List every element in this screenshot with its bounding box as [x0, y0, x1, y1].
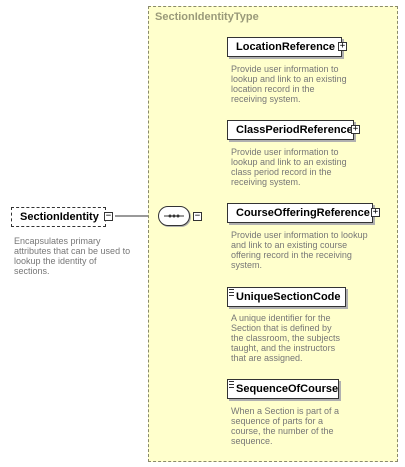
sequence-of-course-documentation: When a Section is part of a sequence of …: [231, 406, 340, 446]
element-label: CourseOfferingReference: [236, 207, 370, 219]
sequence-collapse-icon[interactable]: −: [193, 211, 202, 221]
root-element-label: SectionIdentity: [20, 211, 99, 223]
element-label: UniqueSectionCode: [236, 291, 341, 303]
expand-location-reference-icon[interactable]: +: [338, 41, 347, 51]
expand-class-period-reference-icon[interactable]: +: [351, 124, 360, 134]
course-offering-reference-documentation: Provide user information to lookup and l…: [231, 230, 368, 270]
element-sequence-of-course[interactable]: SequenceOfCourse: [227, 379, 339, 399]
element-unique-section-code[interactable]: UniqueSectionCode: [227, 287, 346, 307]
element-course-offering-reference[interactable]: CourseOfferingReference: [227, 203, 373, 223]
expand-course-offering-reference-icon[interactable]: +: [371, 207, 380, 217]
element-label: ClassPeriodReference: [236, 124, 353, 136]
element-label: LocationReference: [236, 41, 336, 53]
element-label: SequenceOfCourse: [236, 383, 339, 395]
complex-type-title: SectionIdentityType: [155, 11, 259, 23]
root-documentation: Encapsulates primary attributes that can…: [14, 236, 131, 276]
element-location-reference[interactable]: LocationReference: [227, 37, 342, 57]
root-element[interactable]: SectionIdentity: [11, 207, 106, 227]
class-period-reference-documentation: Provide user information to lookup and l…: [231, 147, 347, 187]
unique-section-code-documentation: A unique identifier for the Section that…: [231, 313, 341, 363]
sequence-compositor-icon[interactable]: [158, 206, 190, 226]
element-class-period-reference[interactable]: ClassPeriodReference: [227, 120, 354, 140]
location-reference-documentation: Provide user information to lookup and l…: [231, 64, 347, 104]
root-collapse-icon[interactable]: −: [104, 211, 113, 221]
